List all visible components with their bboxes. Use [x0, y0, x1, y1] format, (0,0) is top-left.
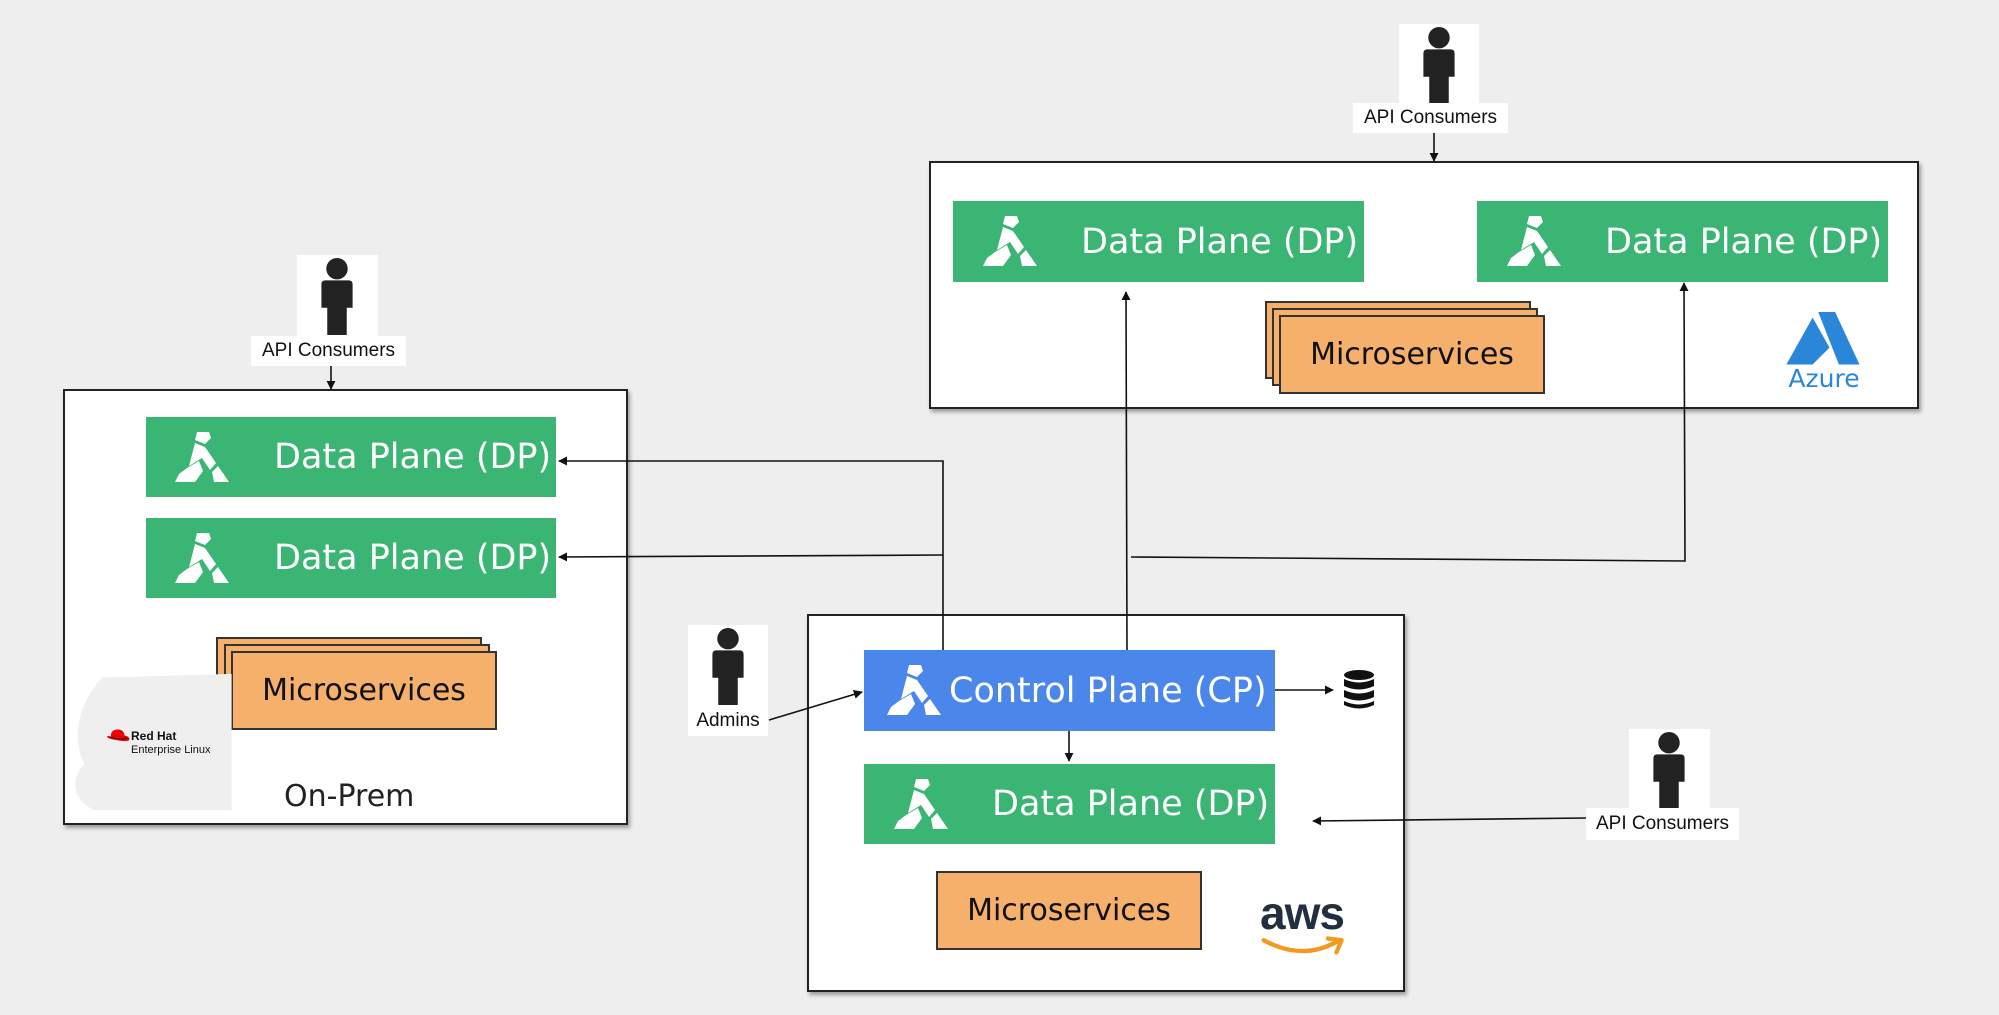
onprem-caption: On-Prem	[284, 779, 415, 814]
azure-data-plane-1-label: Data Plane (DP)	[1081, 221, 1359, 262]
person-icon	[1423, 26, 1455, 104]
person-icon	[321, 257, 353, 335]
onprem-data-plane-2-label: Data Plane (DP)	[274, 538, 552, 578]
aws-consumers-person-box	[1629, 729, 1710, 811]
kong-gorilla-icon	[1507, 216, 1561, 266]
kong-gorilla-icon	[983, 216, 1037, 266]
azure-logo-text: Azure	[1788, 364, 1860, 393]
redhat-brand-text: Red Hat	[131, 729, 177, 743]
aws-data-plane-label: Data Plane (DP)	[992, 784, 1270, 824]
azure-data-plane-1: Data Plane (DP)	[953, 201, 1364, 282]
onprem-data-plane-2: Data Plane (DP)	[146, 518, 556, 598]
azure-data-plane-2: Data Plane (DP)	[1477, 201, 1888, 282]
aws-smile-icon	[1261, 936, 1344, 955]
kong-gorilla-icon	[175, 432, 229, 482]
aws-control-plane: Control Plane (CP)	[864, 650, 1275, 731]
azure-logo-icon	[1786, 312, 1860, 365]
aws-control-plane-label: Control Plane (CP)	[949, 670, 1267, 711]
person-icon	[712, 627, 744, 705]
onprem-data-plane-1-label: Data Plane (DP)	[274, 437, 552, 477]
azure-consumers-label: API Consumers	[1353, 103, 1508, 133]
aws-logo-text: aws	[1260, 887, 1345, 939]
person-icon	[1653, 731, 1685, 809]
aws-microservices: Microservices	[936, 871, 1202, 950]
kong-gorilla-icon	[894, 779, 948, 829]
kong-gorilla-icon	[175, 533, 229, 583]
database-icon	[1344, 670, 1374, 709]
redhat-watermark-shape	[75, 673, 232, 810]
redhat-hat-icon	[107, 729, 130, 742]
onprem-data-plane-1: Data Plane (DP)	[146, 417, 556, 497]
azure-microservices: Microservices	[1279, 315, 1545, 394]
onprem-consumers-person-box	[297, 255, 378, 337]
kong-gorilla-icon	[887, 665, 941, 715]
admins-label: Admins	[688, 705, 768, 736]
aws-data-plane: Data Plane (DP)	[864, 764, 1275, 844]
admins-person-box	[688, 625, 768, 706]
azure-data-plane-2-label: Data Plane (DP)	[1605, 221, 1883, 262]
redhat-product-text: Enterprise Linux	[131, 744, 211, 756]
azure-consumers-person-box	[1399, 24, 1479, 106]
onprem-microservices: Microservices	[231, 651, 497, 730]
aws-consumers-label: API Consumers	[1586, 808, 1739, 840]
onprem-consumers-label: API Consumers	[251, 336, 406, 366]
